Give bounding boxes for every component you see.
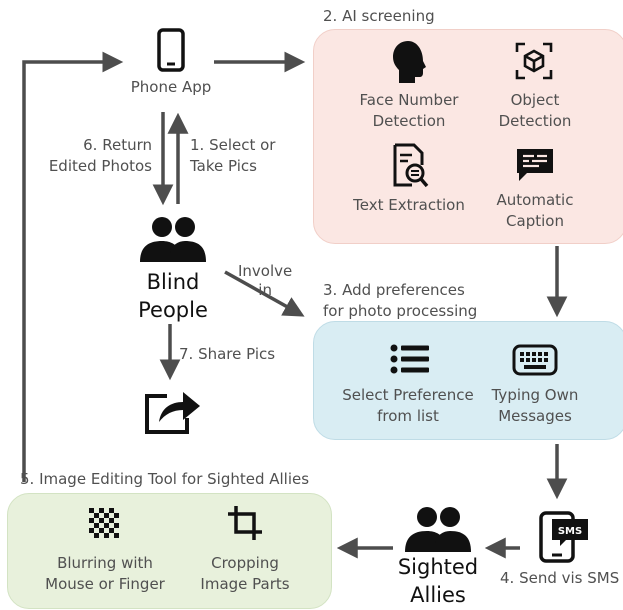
face-detection-label: Face Number Detection (359, 91, 459, 130)
arrow-editing-to-phone (22, 51, 124, 482)
cropping-label: Cropping Image Parts (200, 554, 290, 593)
people-icon (140, 217, 206, 262)
keyboard-icon (512, 344, 558, 376)
arrow-involve (224, 270, 305, 317)
phone-app-label: Phone App (130, 78, 212, 96)
editing-tool-panel (7, 493, 332, 609)
select-pics-label: 1. Select or Take Pics (190, 136, 276, 175)
text-extraction-icon (393, 143, 429, 188)
ai-screening-panel (313, 29, 623, 244)
face-head-icon (393, 41, 426, 83)
object-detection-label: Object Detection (498, 91, 572, 130)
sms-icon-text: SMS (558, 526, 582, 537)
automatic-caption-label: Automatic Caption (496, 191, 574, 230)
crop-icon (228, 506, 262, 540)
preferences-panel (313, 321, 623, 440)
share-pics-label: 7. Share Pics (179, 345, 276, 363)
share-icon (145, 392, 200, 434)
send-sms-label: 4. Send vis SMS (500, 569, 620, 587)
editing-tool-title: 5. Image Editing Tool for Sighted Allies (20, 470, 310, 488)
sms-phone-icon: SMS (539, 511, 588, 563)
blind-people-label: Blind People (138, 270, 208, 322)
ai-screening-title: 2. AI screening (323, 7, 435, 25)
select-preference-label: Select Preference from list (342, 386, 474, 425)
object-detection-icon (515, 42, 553, 80)
blurring-label: Blurring with Mouse or Finger (45, 554, 165, 593)
preferences-title: 3. Add preferences for photo processing (323, 281, 478, 320)
sighted-allies-label: Sighted Allies (397, 555, 479, 607)
typing-messages-label: Typing Own Messages (491, 386, 579, 425)
return-photos-label: 6. Return Edited Photos (48, 136, 152, 175)
allies-people-icon (405, 507, 471, 552)
caption-icon (517, 149, 553, 181)
text-extraction-label: Text Extraction (353, 196, 465, 214)
checkerboard-icon (89, 508, 119, 538)
list-icon (390, 344, 429, 374)
phone-icon (157, 28, 185, 72)
involve-label: Involve in (238, 262, 293, 299)
